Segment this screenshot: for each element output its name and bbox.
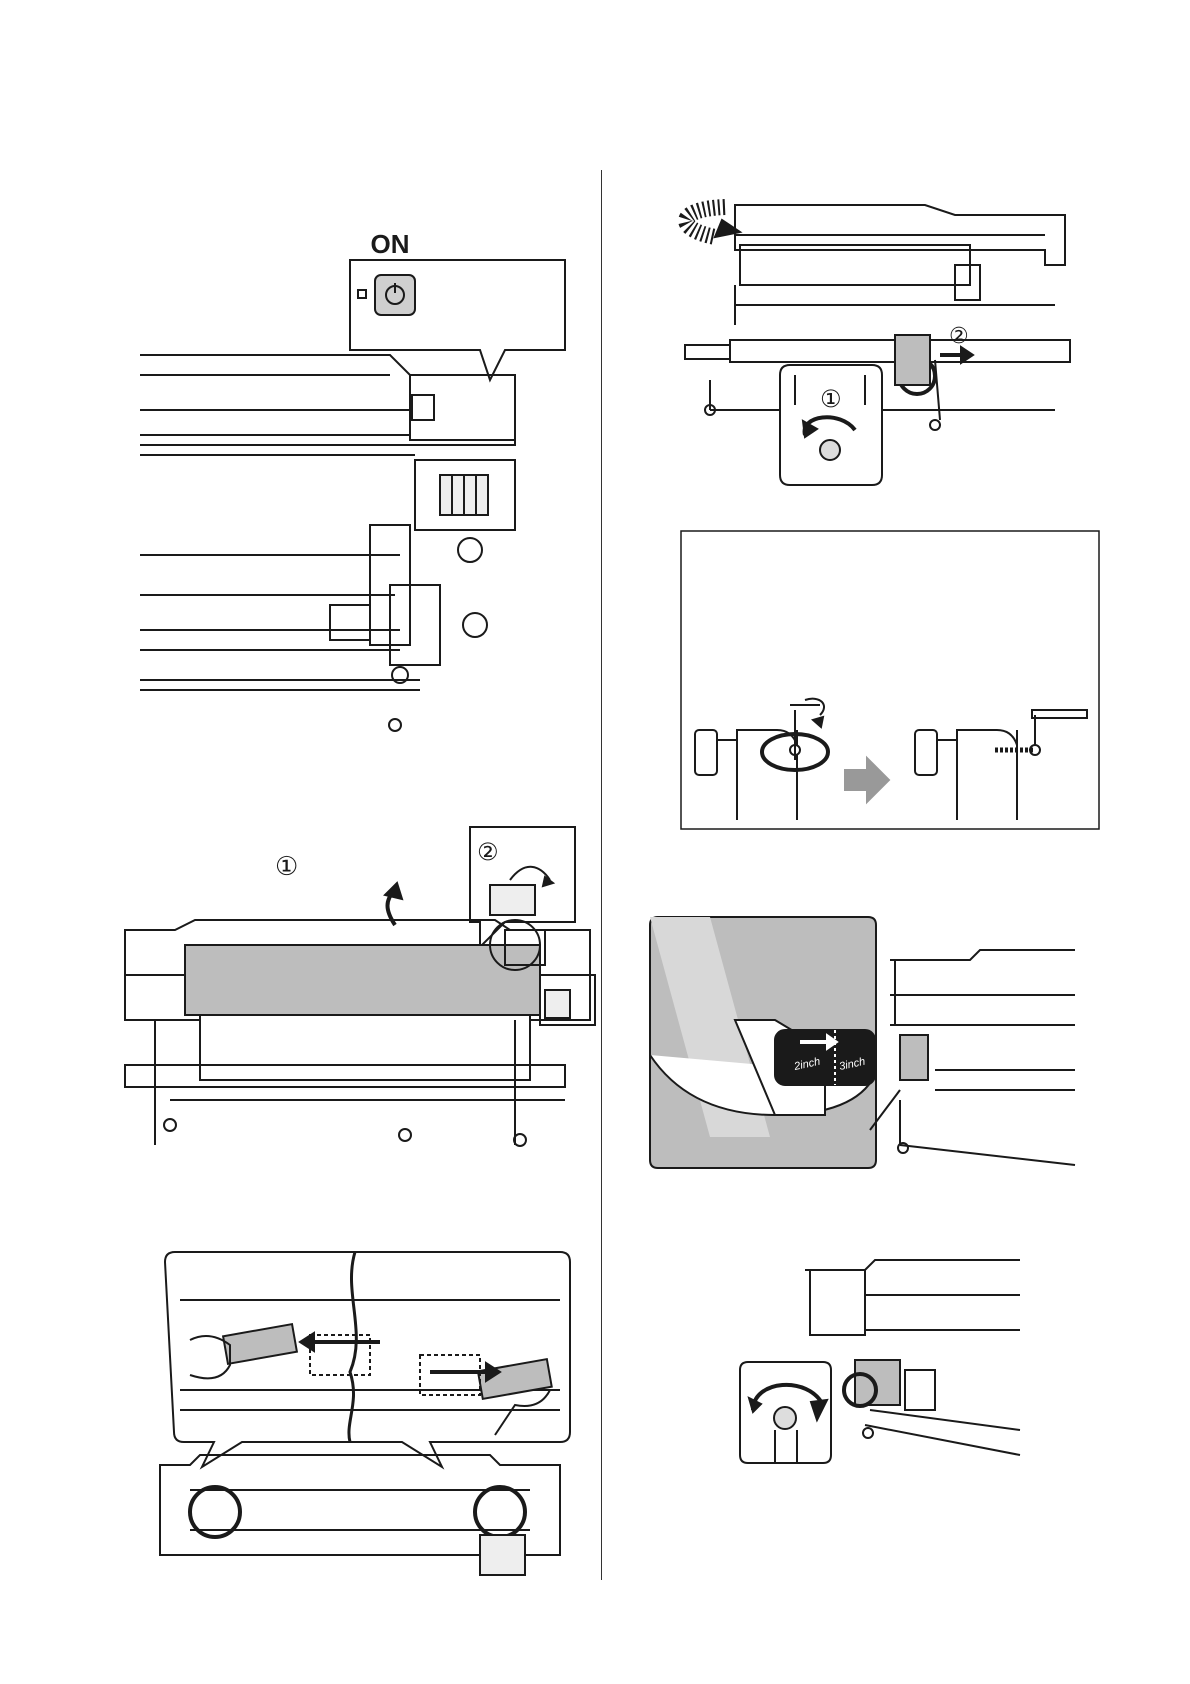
figure-roll-position: 2inch 3inch: [645, 915, 1085, 1190]
figure-cover-lever: ① ②: [115, 825, 575, 1145]
step2-marker: ②: [477, 838, 499, 866]
figure-roll-holder: ① ②: [655, 185, 1075, 495]
step2-marker: ②: [949, 324, 969, 349]
figure-power-on: ON: [130, 225, 570, 735]
figure-handle-note: [680, 530, 1100, 830]
column-divider: [601, 170, 602, 1580]
step1-marker: ①: [275, 852, 298, 882]
figure-tighten-knob: [735, 1250, 1025, 1475]
step1-marker: ①: [820, 385, 842, 413]
on-label: ON: [371, 229, 410, 259]
figure-edge-plates: [160, 1250, 570, 1580]
